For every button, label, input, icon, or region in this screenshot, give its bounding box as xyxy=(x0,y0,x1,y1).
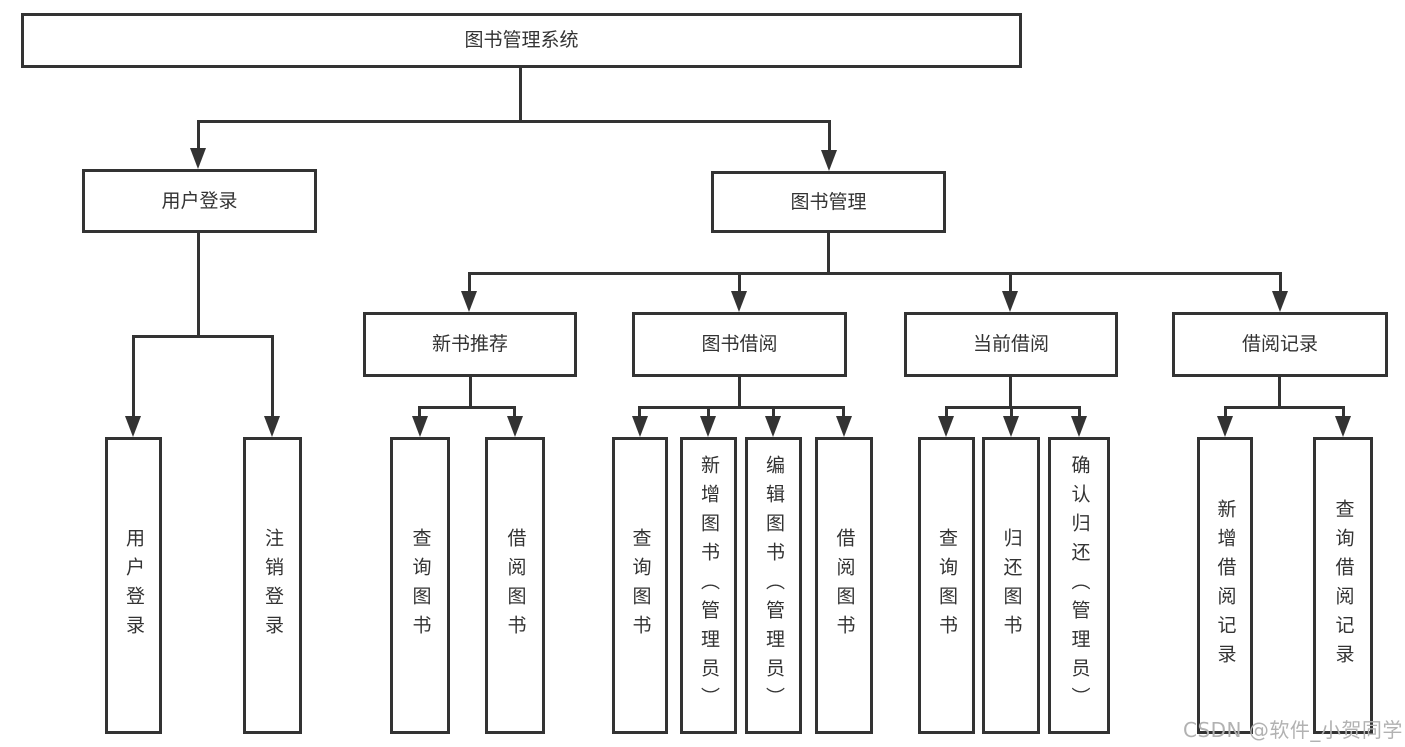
arrowhead-down-icon xyxy=(1003,416,1019,437)
arrowhead-down-icon xyxy=(264,416,280,437)
node-current-borrow: 当前借阅 xyxy=(904,312,1118,377)
node-leaf-query-book-1: 查询图书 xyxy=(390,437,450,734)
connector-line xyxy=(1279,272,1282,293)
arrowhead-down-icon xyxy=(632,416,648,437)
arrowhead-down-icon xyxy=(836,416,852,437)
arrowhead-down-icon xyxy=(461,291,477,312)
connector-line xyxy=(197,120,200,151)
connector-line xyxy=(1009,272,1012,293)
arrowhead-down-icon xyxy=(1071,416,1087,437)
connector-line xyxy=(513,406,516,418)
connector-line xyxy=(271,335,274,418)
node-leaf-return-book: 归还图书 xyxy=(982,437,1040,734)
node-leaf-user-login: 用户登录 xyxy=(105,437,162,734)
connector-line xyxy=(132,335,135,418)
node-new-book-recommend: 新书推荐 xyxy=(363,312,577,377)
connector-line xyxy=(638,406,844,409)
connector-line xyxy=(1224,406,1227,418)
arrowhead-down-icon xyxy=(1002,291,1018,312)
arrowhead-down-icon xyxy=(731,291,747,312)
connector-line xyxy=(945,406,948,418)
node-leaf-query-book-3: 查询图书 xyxy=(918,437,975,734)
connector-line xyxy=(418,406,421,418)
arrowhead-down-icon xyxy=(700,416,716,437)
connector-line xyxy=(468,272,1282,275)
arrowhead-down-icon xyxy=(821,150,837,171)
connector-line xyxy=(1224,406,1345,409)
connector-line xyxy=(827,233,830,274)
node-leaf-edit-book-admin: 编辑图书（管理员） xyxy=(745,437,802,734)
node-leaf-query-borrow-record: 查询借阅记录 xyxy=(1313,437,1373,734)
node-leaf-add-borrow-record: 新增借阅记录 xyxy=(1197,437,1253,734)
arrowhead-down-icon xyxy=(190,148,206,169)
node-leaf-logout: 注销登录 xyxy=(243,437,302,734)
arrowhead-down-icon xyxy=(1335,416,1351,437)
connector-line xyxy=(197,120,831,123)
connector-line xyxy=(738,377,741,408)
connector-line xyxy=(1342,406,1345,418)
arrowhead-down-icon xyxy=(1272,291,1288,312)
connector-line xyxy=(828,120,831,153)
node-leaf-add-book-admin: 新增图书（管理员） xyxy=(680,437,737,734)
connector-line xyxy=(707,406,710,418)
connector-line xyxy=(638,406,641,418)
connector-line xyxy=(1010,406,1013,418)
arrowhead-down-icon xyxy=(765,416,781,437)
connector-line xyxy=(197,233,200,337)
arrowhead-down-icon xyxy=(125,416,141,437)
node-borrow-record: 借阅记录 xyxy=(1172,312,1388,377)
csdn-watermark: CSDN @软件_小贺同学 xyxy=(1183,718,1403,742)
node-root-library-system: 图书管理系统 xyxy=(21,13,1022,68)
node-leaf-borrow-book-1: 借阅图书 xyxy=(485,437,545,734)
connector-line xyxy=(418,406,515,409)
arrowhead-down-icon xyxy=(412,416,428,437)
connector-line xyxy=(1078,406,1081,418)
connector-line xyxy=(772,406,775,418)
arrowhead-down-icon xyxy=(938,416,954,437)
node-leaf-borrow-book-2: 借阅图书 xyxy=(815,437,873,734)
connector-line xyxy=(132,335,274,338)
node-leaf-query-book-2: 查询图书 xyxy=(612,437,668,734)
node-book-management: 图书管理 xyxy=(711,171,946,233)
node-book-borrow: 图书借阅 xyxy=(632,312,847,377)
connector-line xyxy=(468,272,471,293)
node-user-login: 用户登录 xyxy=(82,169,317,233)
connector-line xyxy=(469,377,472,408)
connector-line xyxy=(519,68,522,122)
arrowhead-down-icon xyxy=(1217,416,1233,437)
connector-line xyxy=(1009,377,1012,408)
node-leaf-confirm-return-admin: 确认归还（管理员） xyxy=(1048,437,1110,734)
connector-line xyxy=(738,272,741,293)
connector-line xyxy=(842,406,845,418)
arrowhead-down-icon xyxy=(507,416,523,437)
connector-line xyxy=(1278,377,1281,408)
